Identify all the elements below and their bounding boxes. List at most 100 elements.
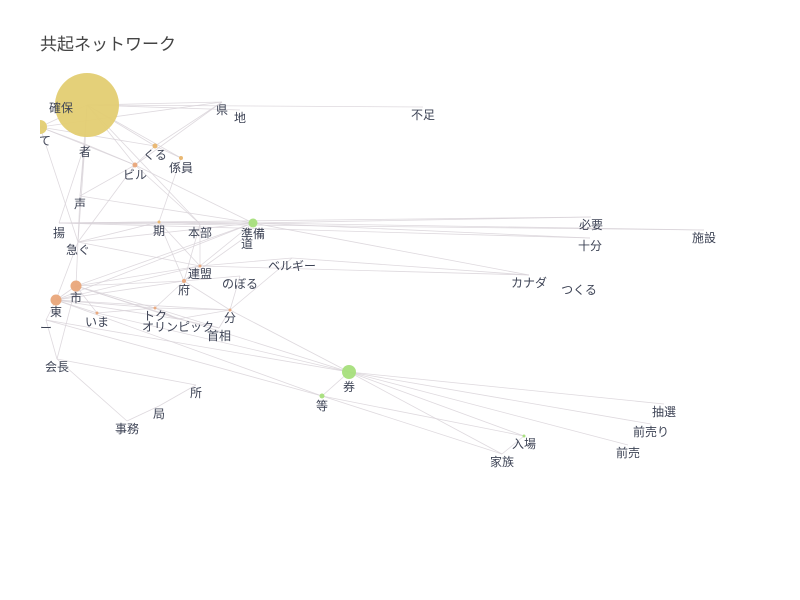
edge-ii-kaichou — [45, 319, 58, 360]
edge-renmei-higashi — [55, 265, 201, 301]
edge-biru-honbu — [134, 164, 201, 225]
edge-ima-ken2 — [96, 312, 350, 373]
node-biru[interactable] — [132, 162, 138, 168]
node-renmei[interactable] — [198, 264, 202, 268]
node-label-ken: 県 — [216, 103, 228, 117]
edge-isogu-junbi — [77, 222, 254, 243]
node-kakuho[interactable] — [55, 73, 119, 137]
edge-junbi-renmei — [199, 222, 254, 267]
edge-junbi-kanada — [252, 222, 530, 276]
node-label-noboru: のぼる — [222, 277, 258, 291]
node-label-michi: 道 — [241, 237, 253, 251]
label-layer: 確保県地不足て者くる係員ビル声揚期本部準備道必要施設十分急ぐベルギー連盟府のぼる… — [39, 100, 716, 469]
edge-berugii-bun — [229, 257, 293, 311]
edge-ken2-chusen — [348, 371, 665, 405]
node-kakariin[interactable] — [179, 156, 183, 160]
node-label-juubun: 十分 — [578, 239, 602, 253]
node-label-toku: トク — [143, 309, 167, 323]
node-label-te: て — [39, 134, 51, 148]
node-label-shi: 市 — [70, 290, 82, 305]
edge-junbi-juubun — [252, 222, 591, 239]
edge-higashi-tou — [55, 299, 323, 397]
edge-honbu-fu — [183, 223, 201, 282]
node-junbi[interactable] — [248, 218, 258, 228]
node-label-isogu: 急ぐ — [66, 242, 90, 257]
node-label-ba: 揚 — [53, 226, 65, 240]
node-label-ken2: 券 — [343, 379, 355, 394]
edge-fu-bun — [183, 280, 231, 311]
edge-renmei-berugii — [199, 257, 293, 267]
edge-shi-ima — [75, 285, 98, 314]
edge-junbi-shisetsu — [252, 222, 705, 231]
edge-ken-kuru — [154, 101, 223, 147]
node-label-chusen: 抽選 — [652, 405, 676, 419]
node-label-renmei: 連盟 — [188, 267, 212, 281]
node-shi[interactable] — [70, 280, 82, 292]
node-label-sha: 者 — [79, 145, 91, 159]
node-toku[interactable] — [153, 306, 157, 310]
node-label-berugii: ベルギー — [268, 259, 316, 273]
node-label-shisetsu: 施設 — [692, 230, 716, 245]
edge-berugii-kanada — [291, 257, 530, 276]
edge-kakuho-fusoku — [86, 104, 424, 108]
node-label-ii: ー — [40, 321, 52, 335]
node-label-maeuri: 前売り — [633, 424, 669, 439]
node-label-fu: 府 — [178, 282, 190, 297]
edge-te-kuru — [40, 126, 156, 147]
edge-kaichou-tokoro — [56, 358, 197, 386]
node-label-higashi: 東 — [50, 305, 62, 319]
node-label-fusoku: 不足 — [411, 108, 435, 122]
node-label-tou: 等 — [316, 399, 328, 413]
node-label-kakuho: 確保 — [49, 100, 73, 115]
edge-fu-shi — [75, 280, 185, 287]
node-higashi[interactable] — [50, 294, 62, 306]
edge-fu-toku — [154, 280, 185, 309]
edge-kyoku-jimu — [126, 405, 160, 422]
edge-higashi-olympic — [55, 299, 179, 320]
edge-sha-isogu — [77, 143, 86, 243]
edge-ii-ken2 — [45, 319, 350, 373]
node-label-biru: ビル — [123, 168, 147, 182]
node-ima[interactable] — [95, 311, 99, 315]
edge-biru-junbi — [134, 164, 254, 224]
node-tou[interactable] — [319, 393, 325, 399]
edge-tokoro-kyoku — [158, 384, 197, 407]
edge-ki-renmei — [158, 221, 201, 267]
edge-fu-higashi — [55, 280, 185, 301]
edge-kakariin-ki — [158, 157, 182, 223]
node-layer — [33, 73, 526, 438]
edge-ima-toku — [96, 307, 156, 314]
edge-layer — [40, 101, 705, 455]
node-label-jimu: 事務 — [115, 422, 139, 436]
node-fu[interactable] — [182, 279, 186, 283]
edge-isogu-renmei — [77, 241, 201, 267]
edge-sha-biru — [84, 143, 136, 166]
edge-junbi-hitsuyou — [252, 216, 592, 224]
edge-shi-toku — [75, 285, 156, 309]
node-label-tsukuru: つくる — [561, 283, 597, 297]
edge-ken2-kazoku — [348, 371, 503, 455]
edge-ba-shisetsu — [58, 222, 705, 231]
node-ki[interactable] — [157, 220, 161, 224]
edge-olympic-bun — [177, 309, 231, 320]
edge-koe-junbi — [79, 195, 254, 224]
node-bun[interactable] — [228, 308, 232, 312]
edge-toku-bun — [154, 307, 231, 311]
edge-shi-kaichou — [56, 285, 77, 360]
edge-kuru-biru — [134, 145, 156, 166]
edge-renmei-shi — [75, 265, 201, 287]
node-te[interactable] — [33, 120, 47, 134]
node-label-honbu: 本部 — [188, 225, 212, 240]
node-kuru[interactable] — [152, 143, 158, 149]
node-nyujo[interactable] — [522, 434, 526, 438]
edge-noboru-bun — [229, 275, 241, 311]
edge-fu-noboru — [183, 275, 241, 282]
node-label-hitsuyou: 必要 — [579, 218, 603, 232]
edge-nyujo-kazoku — [501, 435, 525, 455]
node-ken2[interactable] — [342, 365, 356, 379]
node-label-olympic: オリンピック — [142, 320, 214, 334]
node-label-kaichou: 会長 — [45, 360, 69, 374]
node-label-zenbai: 前売 — [616, 445, 640, 460]
